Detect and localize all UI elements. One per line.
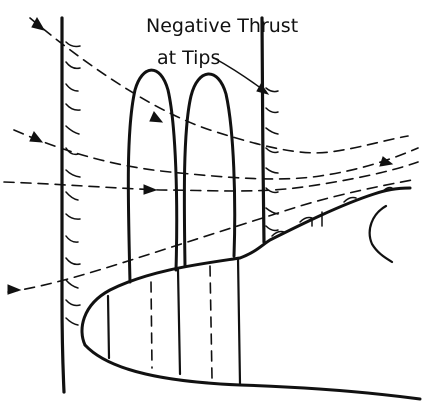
hub-station-dash-1 [150,281,153,369]
hub-station-solid-1 [106,294,111,360]
arrow-icon [256,83,270,95]
arrow-icon [29,131,44,143]
streamline-middle [3,161,419,192]
arrow-icon [143,184,158,195]
cowl-tick-2 [299,216,313,227]
streamline-arrows [7,16,394,295]
annotation-line-2: at Tips [157,47,220,69]
cowl-curve [368,204,394,264]
cowl-tick-1 [271,230,285,237]
hub-underside [83,343,422,401]
hub-body [80,186,412,347]
arrow-icon [149,111,164,123]
left-duct-wall [60,16,66,394]
streamline-top [29,17,409,154]
arrow-icon [379,156,394,167]
blade-left [126,68,179,284]
cowl-tick-5 [381,186,393,193]
cowl-tick-4 [343,196,357,203]
hub-station-solid-3 [236,256,242,386]
right-wall-hatching [265,87,279,232]
streamline-lower [7,179,413,293]
left-wall-hatching [65,41,81,326]
arrow-icon [7,284,22,295]
arrow-icon [31,16,46,31]
annotation-line-1: Negative Thrust [146,15,298,37]
leader-line-to-tip [213,57,267,93]
streamline-upper [13,129,419,180]
right-duct-wall [260,16,266,244]
hub-station-solid-2 [176,268,182,376]
blade-right [182,72,237,268]
hub-station-dash-2 [209,265,213,379]
